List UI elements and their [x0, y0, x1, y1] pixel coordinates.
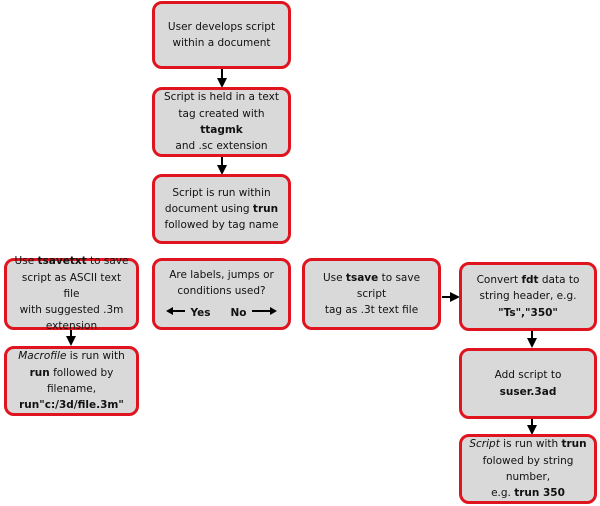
decision-branches: Yes No [166, 305, 277, 321]
decision-yes-label: Yes [190, 307, 211, 320]
node-use-tsave: Use tsave to save script tag as .3t text… [302, 258, 441, 330]
node-add-to-suser: Add script to suser.3ad [459, 348, 597, 419]
node-script-run-trun: Script is run with trun folowed by strin… [459, 434, 597, 504]
node-macrofile-run: Macrofile is run with run followed by fi… [4, 346, 139, 416]
arrow-left-icon [166, 305, 186, 321]
node-script-run-in-document: Script is run within document using trun… [152, 174, 291, 244]
node-decision-labels-jumps: Are labels, jumps or conditions used? Ye… [152, 258, 291, 330]
node-script-held-in-tag: Script is held in a text tag created wit… [152, 87, 291, 157]
node-user-develops-script: User develops script within a document [152, 1, 291, 69]
node-use-tsavetxt: Use tsavetxt to save script as ASCII tex… [4, 255, 139, 332]
node-convert-fdt: Convert fdt data to string header, e.g. … [459, 262, 597, 331]
arrow-right-icon [251, 305, 277, 321]
decision-no-label: No [230, 307, 247, 320]
